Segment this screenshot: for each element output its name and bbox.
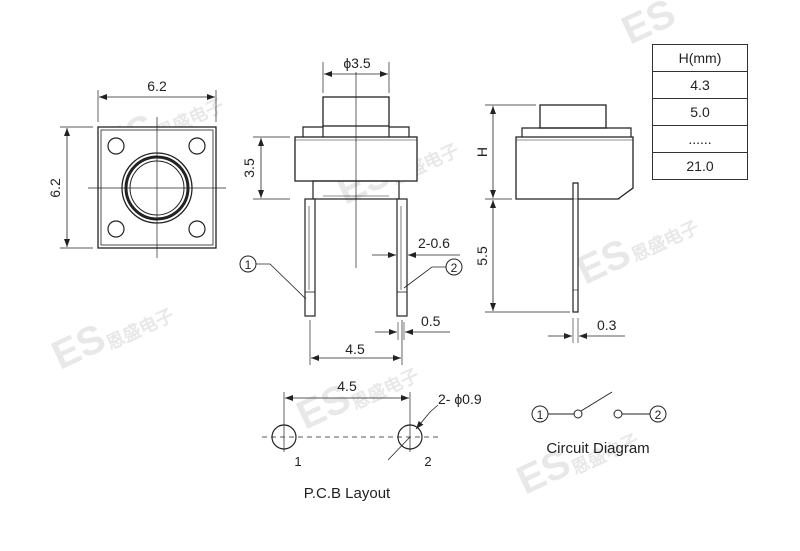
side-top-bump xyxy=(521,127,632,137)
corner-hole xyxy=(107,137,125,155)
front-view xyxy=(239,62,463,365)
pcb-pitch-label: 4.5 xyxy=(337,378,357,394)
watermark-text: 恩盛电子 xyxy=(348,364,422,413)
pin1-label: 1 xyxy=(245,258,252,272)
side-lead xyxy=(572,182,579,313)
H-label: H xyxy=(474,147,490,157)
circuit-diagram xyxy=(531,391,667,423)
side-view xyxy=(485,104,634,343)
contact-2 xyxy=(613,409,623,419)
h-table-cell: 4.3 xyxy=(652,71,748,99)
top-height-label: 6.2 xyxy=(47,178,63,198)
side-cap xyxy=(539,104,607,129)
body-height-label: 3.5 xyxy=(241,158,257,178)
watermark-text: 恩盛电子 xyxy=(103,304,177,353)
lead-thk-label: 0.3 xyxy=(597,317,617,333)
hole-leader xyxy=(415,404,439,430)
watermark-group: ES 恩盛电子 ES 恩盛电子 ES ES 恩盛电子 ES 恩盛电子 ES 恩盛… xyxy=(45,0,702,503)
lead-len-label: 5.5 xyxy=(474,246,490,266)
terminal-2-label: 2 xyxy=(655,408,662,422)
watermark-text: 恩盛电子 xyxy=(628,216,702,265)
cap-dia-label: ϕ3.5 xyxy=(343,55,371,71)
pcb-caption: P.C.B Layout xyxy=(304,485,391,502)
hole-label: 2- ϕ0.9 xyxy=(438,391,482,407)
front-body-top-right-bump xyxy=(388,126,410,137)
pad-2 xyxy=(397,424,423,450)
watermark-logo: ES xyxy=(45,316,112,378)
corner-hole xyxy=(107,220,125,238)
watermark-logo: ES xyxy=(570,231,637,293)
pin2-marker xyxy=(445,258,463,276)
pin1-marker xyxy=(239,255,257,273)
pitch-label: 4.5 xyxy=(345,341,365,357)
h-table-cell: 5.0 xyxy=(652,98,748,126)
h-table-cell: 21.0 xyxy=(652,152,748,180)
contact-1 xyxy=(573,409,583,419)
top-width-label: 6.2 xyxy=(147,78,167,94)
pin-left xyxy=(304,198,316,317)
leader-pin2 xyxy=(403,266,446,289)
leader-pin1 xyxy=(256,263,307,300)
pin2-label: 2 xyxy=(451,261,458,275)
pad2-label: 2 xyxy=(424,454,431,469)
circuit-caption: Circuit Diagram xyxy=(546,440,649,457)
pad1-label: 1 xyxy=(294,454,301,469)
terminal-1-label: 1 xyxy=(537,408,544,422)
corner-hole xyxy=(188,137,206,155)
corner-hole xyxy=(188,220,206,238)
h-table-cell: ...... xyxy=(652,125,748,153)
side-body xyxy=(515,136,634,200)
top-view xyxy=(60,90,226,258)
hole-leader xyxy=(387,436,411,461)
front-body-top-left-bump xyxy=(302,126,324,137)
pin-width-label: 2-0.6 xyxy=(418,235,450,251)
pin-thk-label: 0.5 xyxy=(421,313,441,329)
switch-lever xyxy=(580,391,613,412)
h-table-header: H(mm) xyxy=(652,44,748,72)
h-dimension-table: H(mm) 4.3 5.0 ...... 21.0 xyxy=(652,44,748,180)
pad-1 xyxy=(271,424,297,450)
pin-right xyxy=(396,198,408,317)
pcb-layout xyxy=(262,392,442,461)
